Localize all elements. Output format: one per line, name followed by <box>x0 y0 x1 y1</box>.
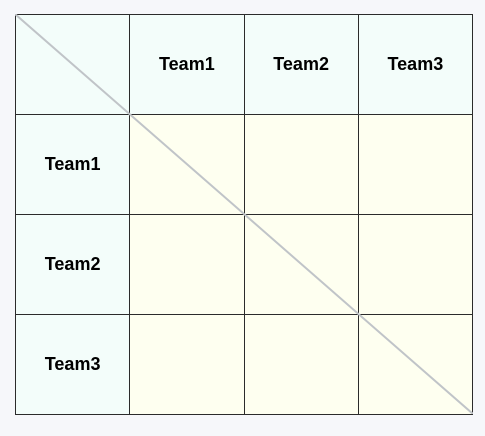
matrix-cell[interactable] <box>129 314 245 415</box>
matrix-cell[interactable] <box>243 114 359 215</box>
team-matrix: Team1 Team2 Team3 Team1 Team2 Team3 <box>14 14 474 415</box>
column-header: Team1 <box>129 14 245 115</box>
corner-cell <box>14 14 131 115</box>
header-row: Team1 Team2 Team3 <box>14 14 474 115</box>
matrix-row: Team2 <box>14 214 474 315</box>
matrix-cell[interactable] <box>243 214 359 315</box>
matrix-cell[interactable] <box>129 114 245 215</box>
row-header: Team3 <box>14 314 131 415</box>
matrix-table: Team1 Team2 Team3 Team1 Team2 Team3 <box>14 14 474 415</box>
matrix-cell[interactable] <box>243 314 359 415</box>
row-header: Team1 <box>14 114 131 215</box>
matrix-row: Team1 <box>14 114 474 215</box>
row-header: Team2 <box>14 214 131 315</box>
column-header: Team2 <box>243 14 359 115</box>
column-header: Team3 <box>357 14 474 115</box>
matrix-cell[interactable] <box>357 314 474 415</box>
matrix-row: Team3 <box>14 314 474 415</box>
matrix-cell[interactable] <box>129 214 245 315</box>
matrix-cell[interactable] <box>357 114 474 215</box>
matrix-cell[interactable] <box>357 214 474 315</box>
